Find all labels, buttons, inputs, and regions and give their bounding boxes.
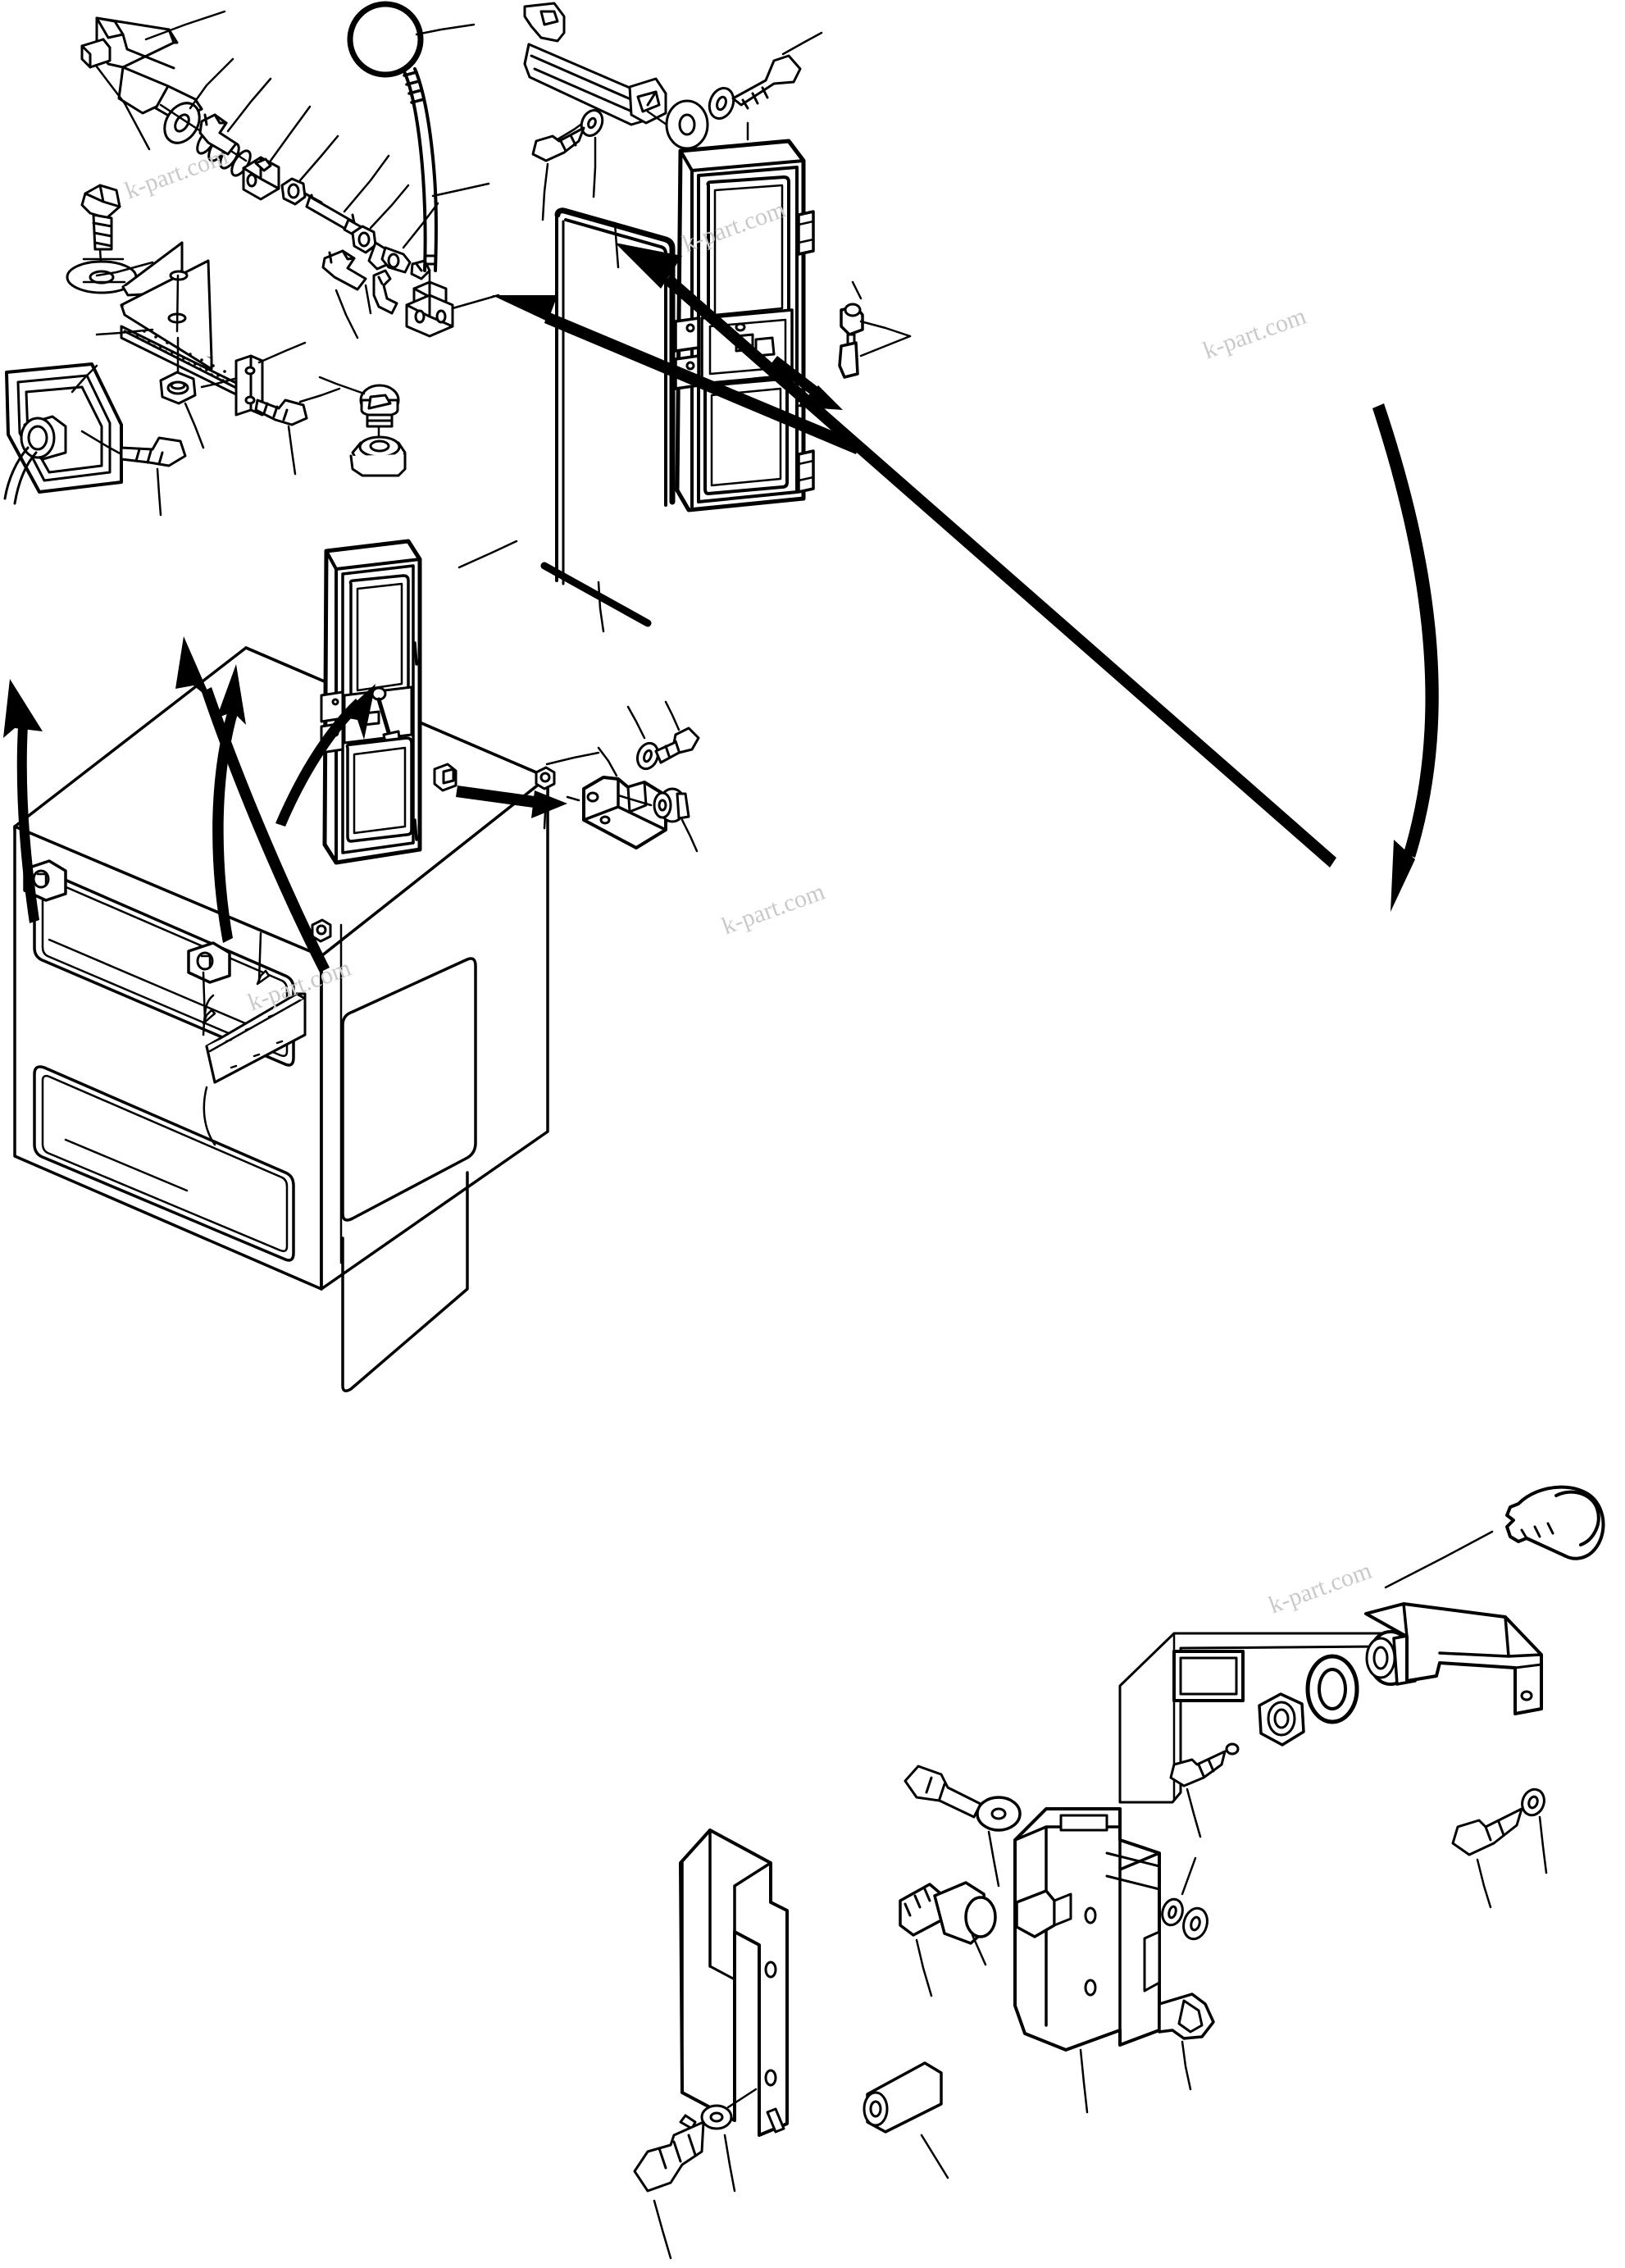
- striker-bracket-group: [566, 700, 700, 853]
- roof-handle-bracket-group: [523, 2, 823, 221]
- bolt-washer-plate-group: [66, 184, 341, 476]
- assembly-direction-arrows: [3, 243, 1439, 972]
- gear-shift-lever-group: [347, 1, 500, 338]
- door-lock-latch-group: [633, 1765, 1215, 2260]
- cab-frame-group: [13, 646, 600, 1392]
- window-clamp: [187, 941, 231, 984]
- rubber-mount-group: [318, 376, 407, 477]
- cab-door-installed-group: [320, 539, 518, 865]
- lamp-assembly-group: [3, 362, 187, 517]
- control-lever-linkage-group: [80, 10, 439, 339]
- outside-handle-group: [1118, 1485, 1605, 1909]
